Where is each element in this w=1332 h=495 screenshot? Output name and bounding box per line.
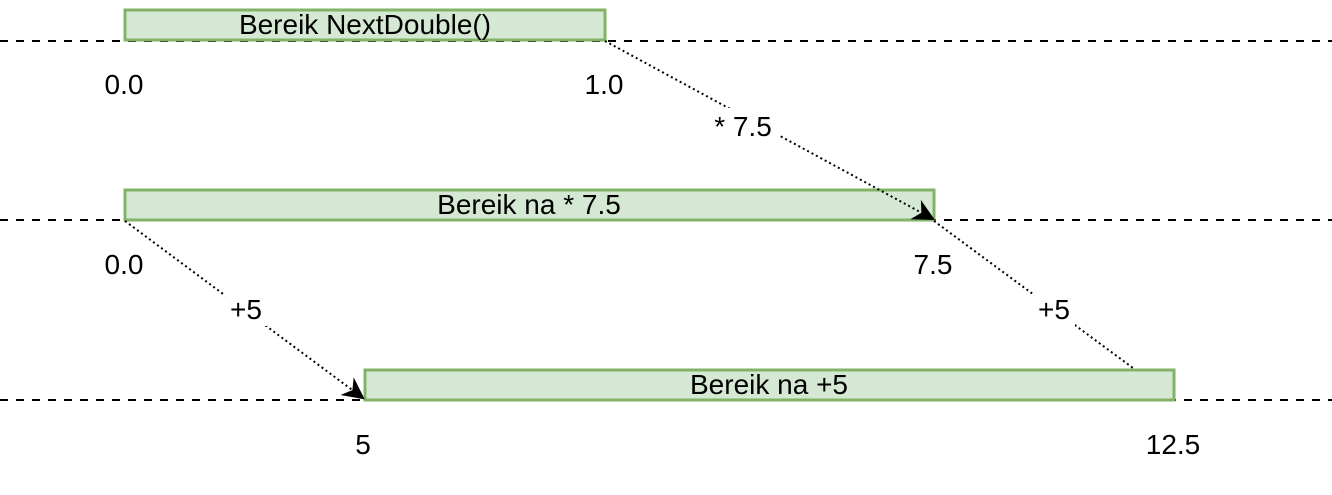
shifted-range-box bbox=[363, 368, 1176, 402]
add-right-connector bbox=[933, 220, 1134, 369]
shifted-range-label: Bereik na +5 bbox=[690, 369, 848, 400]
row3-end-tick: 12.5 bbox=[1146, 429, 1201, 460]
row2-end-tick: 7.5 bbox=[914, 249, 953, 280]
row3-start-tick: 5 bbox=[355, 429, 371, 460]
nextdouble-range-label: Bereik NextDouble() bbox=[239, 9, 491, 40]
multiply-label-bg bbox=[707, 108, 779, 142]
multiply-edge-label: * 7.5 bbox=[714, 111, 772, 142]
row2-start-tick: 0.0 bbox=[105, 249, 144, 280]
add-right-label-bg bbox=[1033, 292, 1075, 326]
scaled-range-box bbox=[123, 188, 936, 222]
row1-start-tick: 0.0 bbox=[105, 69, 144, 100]
add-left-label-bg bbox=[225, 292, 267, 326]
add-left-edge-label: +5 bbox=[230, 294, 262, 325]
add-right-edge-label: +5 bbox=[1038, 294, 1070, 325]
nextdouble-range-box bbox=[123, 8, 607, 42]
scaled-range-label: Bereik na * 7.5 bbox=[437, 189, 621, 220]
row1-end-tick: 1.0 bbox=[585, 69, 624, 100]
